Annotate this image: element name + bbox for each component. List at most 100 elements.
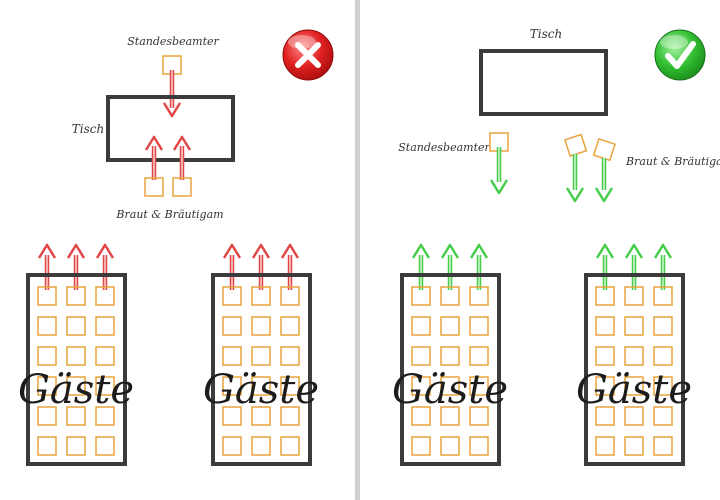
guest-seat xyxy=(37,406,57,426)
guest-seat xyxy=(653,376,673,396)
table-label: Tisch xyxy=(530,27,562,41)
guest-seats xyxy=(411,286,489,456)
guest-seat xyxy=(222,316,242,336)
guest-arrow-up xyxy=(411,243,431,290)
guest-block-left: Gäste xyxy=(392,243,508,466)
guest-seat xyxy=(280,436,300,456)
guest-seat xyxy=(624,406,644,426)
guest-seat xyxy=(66,436,86,456)
guest-arrow-up xyxy=(222,243,242,290)
red-x-circle-icon xyxy=(282,29,334,81)
guest-seat xyxy=(411,316,431,336)
couple-arrow-down-2 xyxy=(594,158,614,203)
guest-seat xyxy=(66,286,86,306)
guest-seat xyxy=(595,316,615,336)
guest-seat xyxy=(37,286,57,306)
guest-seat xyxy=(411,436,431,456)
guest-block-frame xyxy=(400,273,501,466)
guest-seat xyxy=(624,286,644,306)
guest-arrow-up xyxy=(595,243,615,290)
guest-seat xyxy=(440,286,460,306)
guest-seat xyxy=(95,316,115,336)
panel-divider xyxy=(355,0,360,500)
right-panel: Tisch Standesbeamter Braut & Bräutigam xyxy=(392,27,720,466)
guest-seat xyxy=(411,406,431,426)
guest-seat xyxy=(37,346,57,366)
guest-seat xyxy=(251,346,271,366)
officiant-label: Standesbeamter xyxy=(127,35,219,48)
guest-arrow-up xyxy=(280,243,300,290)
guest-seat xyxy=(251,316,271,336)
guests-label: Gäste xyxy=(203,367,319,413)
guest-seat xyxy=(222,406,242,426)
groom-seat xyxy=(172,177,192,197)
guest-seat xyxy=(595,406,615,426)
guest-seat xyxy=(66,346,86,366)
guest-seat xyxy=(222,436,242,456)
guest-seat xyxy=(251,376,271,396)
bride-seat xyxy=(144,177,164,197)
guest-seat xyxy=(595,436,615,456)
guest-arrow-up xyxy=(440,243,460,290)
couple-label: Braut & Bräutigam xyxy=(115,208,223,221)
bride-seat xyxy=(563,133,588,157)
guest-seat xyxy=(595,286,615,306)
guest-seat xyxy=(440,406,460,426)
guest-seat xyxy=(440,436,460,456)
guest-seat xyxy=(95,436,115,456)
guest-seat xyxy=(595,346,615,366)
guest-seat xyxy=(222,376,242,396)
guest-seat xyxy=(469,286,489,306)
guest-seats xyxy=(222,286,300,456)
guest-seat xyxy=(469,346,489,366)
guest-seat xyxy=(95,376,115,396)
guest-seat xyxy=(653,316,673,336)
guest-seat xyxy=(469,406,489,426)
guests-label: Gäste xyxy=(18,367,134,413)
guest-seat xyxy=(653,346,673,366)
guest-block-left: Gäste xyxy=(18,243,134,466)
guest-seat xyxy=(95,346,115,366)
guest-seat xyxy=(469,436,489,456)
guest-seat xyxy=(469,376,489,396)
guest-seat xyxy=(66,406,86,426)
couple-arrow-down-1 xyxy=(565,154,585,203)
guest-arrow-up xyxy=(251,243,271,290)
guest-seat xyxy=(653,286,673,306)
guest-seat xyxy=(624,316,644,336)
guest-block-frame xyxy=(584,273,685,466)
officiant-table xyxy=(106,95,235,162)
guests-label: Gäste xyxy=(392,367,508,413)
guest-seat xyxy=(280,316,300,336)
guest-seat xyxy=(624,376,644,396)
guest-seat xyxy=(280,286,300,306)
guest-seat xyxy=(251,436,271,456)
guest-block-right: Gäste xyxy=(203,243,319,466)
guest-arrow-up xyxy=(469,243,489,290)
guest-seat xyxy=(624,346,644,366)
guest-seat xyxy=(411,286,431,306)
green-checkmark-circle-icon xyxy=(654,29,706,81)
guest-seat xyxy=(440,346,460,366)
guest-seat xyxy=(95,406,115,426)
guest-block-frame xyxy=(26,273,127,466)
guest-seat xyxy=(37,316,57,336)
guest-seat xyxy=(222,346,242,366)
guest-block-frame xyxy=(211,273,312,466)
guest-seat xyxy=(411,376,431,396)
couple-arrow-up-1 xyxy=(144,135,164,180)
guest-seats xyxy=(595,286,673,456)
officiant-arrow-down xyxy=(489,147,509,195)
guest-seat xyxy=(37,436,57,456)
guest-block-right: Gäste xyxy=(576,243,692,466)
guest-seat xyxy=(37,376,57,396)
guest-seat xyxy=(653,436,673,456)
guest-seat xyxy=(653,406,673,426)
guest-seat xyxy=(411,346,431,366)
guest-seat xyxy=(66,376,86,396)
guest-seat xyxy=(440,376,460,396)
groom-seat xyxy=(592,137,616,162)
guest-seat xyxy=(222,286,242,306)
